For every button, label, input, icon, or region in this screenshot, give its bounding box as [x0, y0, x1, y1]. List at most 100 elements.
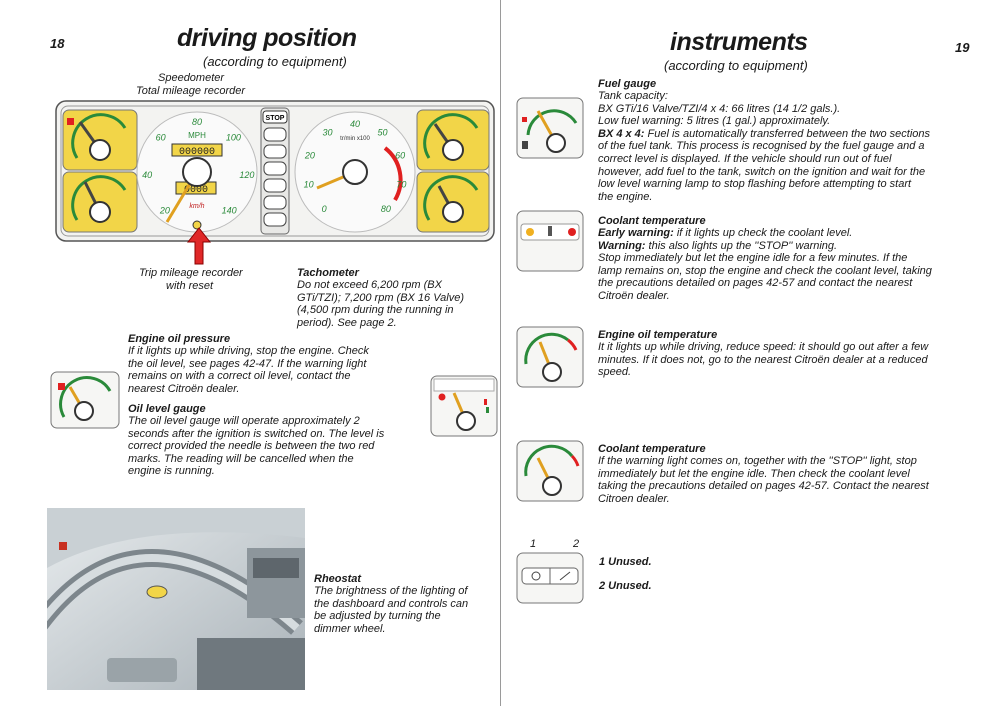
oil-temperature-section: Engine oil temperature It it lights up w… [598, 329, 928, 379]
oil-temperature-text-span-2: minutes. If it does not, go to the neare… [598, 353, 928, 366]
coolant-gauge-icon [516, 440, 584, 502]
coolant-warning-text-3: Stop immediately but let the engine idle… [598, 252, 932, 265]
mph-label: MPH [188, 131, 206, 140]
coolant-gauge-text-span-4: Citroen dealer. [598, 492, 670, 505]
page-title-right: instruments [670, 28, 808, 56]
oil-pressure-text-3: remains on with a correct oil level, con… [128, 370, 351, 383]
coolant-warning-text-4: lamp remains on, stop the engine and che… [598, 265, 932, 278]
tachometer-text-4: period). See page 2. [297, 316, 397, 329]
oil-level-text-1: The oil level gauge will operate approxi… [128, 415, 360, 427]
coolant-warning-text-bold-1: Early warning: [598, 227, 674, 239]
speed-tick-label-1: 40 [142, 170, 152, 180]
unused-indicator-label-2: 2 [573, 538, 580, 550]
oil-pressure-text-4: nearest Citroën dealer. [128, 382, 240, 395]
oil-level-text-2: seconds after the ignition is switched o… [128, 427, 385, 440]
coolant-gauge-text-1: If the warning light comes on, together … [598, 455, 929, 468]
oil-level-text-4: marks. The reading will be cancelled whe… [128, 452, 354, 465]
page-subtitle-right: (according to equipment) [664, 58, 808, 73]
rheostat-text-2: the dashboard and controls can [314, 597, 469, 610]
oil-level-text-5: engine is running. [128, 465, 215, 478]
rheostat-text-3: be adjusted by turning the [314, 610, 441, 623]
trip-recorder-label: Trip mileage recorder [139, 267, 243, 279]
fuel-text-7: however, add fuel to the tank, switch on… [598, 166, 930, 179]
coolant-warning-text-1: Early warning: if it lights up check the… [598, 227, 932, 240]
speed-tick-label-4: 100 [226, 133, 241, 143]
coolant-gauge-text-4: Citroen dealer. [598, 493, 929, 506]
odometer-digits: 000000 [179, 147, 215, 158]
oil-pressure-heading: Engine oil pressure [128, 333, 231, 345]
rheostat-section: Rheostat The brightness of the lighting … [314, 573, 468, 635]
stop-warning-label: STOP [266, 115, 285, 122]
oil-level-heading: Oil level gauge [128, 403, 206, 415]
coolant-warning-icon [516, 210, 584, 272]
oil-temperature-text-3: speed. [598, 366, 928, 379]
page-title-left: driving position [177, 24, 357, 52]
rheostat-heading: Rheostat [314, 573, 362, 585]
fuel-text-3: Low fuel warning: 5 litres (1 gal.) appr… [598, 115, 930, 128]
fuel-gauge-icon [516, 97, 584, 159]
mileage-recorder-label: Total mileage recorder [136, 85, 246, 97]
coolant-gauge-text-3: taking the precautions detailed on pages… [598, 480, 929, 493]
rpm-tick-label-1: 10 [304, 179, 314, 189]
rheostat-text-4: dimmer wheel. [314, 622, 386, 635]
coolant-warning-text-span-5: the precautions detailed on pages 42-57 … [598, 277, 913, 290]
tachometer-text-1: Do not exceed 6,200 rpm (BX [297, 279, 442, 291]
coolant-warning-text-5: the precautions detailed on pages 42-57 … [598, 277, 932, 290]
speed-tick-label-5: 120 [239, 170, 254, 180]
coolant-warning-text-span-4: lamp remains on, stop the engine and che… [598, 264, 932, 277]
speed-tick-label-3: 80 [192, 117, 202, 127]
fuel-text-span-9: the engine. [598, 190, 653, 203]
rpm-tick-label-7: 70 [396, 179, 406, 189]
coolant-warning-text-span-2: this also lights up the ''STOP'' warning… [645, 239, 838, 252]
fuel-text-span-5: of the fuel tank. This process is recogn… [598, 140, 925, 153]
rpm-tick-label-6: 60 [395, 151, 405, 161]
oil-temperature-gauge-icon [516, 326, 584, 388]
rpm-tick-label-5: 50 [377, 128, 387, 138]
page-number-left: 18 [50, 36, 65, 51]
speed-tick-label-0: 20 [159, 205, 170, 215]
coolant-gauge-text-2: immediately but let the engine idle. The… [598, 468, 929, 481]
trip-reset-arrow-icon [186, 227, 212, 265]
speed-tick-label-6: 140 [222, 205, 237, 215]
fuel-text-span-4: Fuel is automatically transferred betwee… [644, 127, 930, 140]
speedometer-label: Speedometer [158, 72, 225, 84]
fuel-text-span-8: low level warning lamp to stop flashing … [598, 178, 912, 191]
coolant-warning-text-2: Warning: this also lights up the ''STOP'… [598, 240, 932, 253]
oil-temperature-text-span-1: It it lights up while driving, reduce sp… [598, 341, 929, 353]
fuel-text-9: the engine. [598, 191, 930, 204]
page-number-right: 19 [955, 40, 970, 55]
oil-temperature-text-span-3: speed. [598, 366, 632, 379]
oil-pressure-text-2: the oil level, see pages 42-47. If the w… [128, 357, 367, 370]
trip-digits: 0000 [184, 185, 208, 196]
oil-pressure-section: Engine oil pressure If it lights up whil… [128, 333, 369, 395]
rpm-unit-label: tr/min x100 [340, 136, 370, 142]
rpm-tick-label-2: 20 [304, 151, 315, 161]
oil-temperature-heading: Engine oil temperature [598, 329, 718, 341]
kmh-label: km/h [189, 203, 204, 210]
coolant-warning-section: Coolant temperature Early warning: if it… [598, 215, 932, 303]
fuel-text-span-2: BX GTi/16 Valve/TZI/4 x 4: 66 litres (14… [598, 102, 841, 115]
oil-level-text-3: correct provided the needle is between t… [128, 440, 375, 453]
coolant-warning-text-bold-2: Warning: [598, 239, 646, 252]
unused-indicator-label-1: 1 [530, 538, 537, 550]
coolant-warning-text-span-1: if it lights up check the coolant level. [673, 227, 853, 239]
tachometer-text-3: (4,500 rpm during the running in [297, 304, 454, 317]
rheostat-illustration [47, 508, 305, 690]
fuel-text-span-3: Low fuel warning: 5 litres (1 gal.) appr… [598, 115, 831, 128]
unused-indicators-icon [516, 552, 584, 604]
oil-temperature-text-1: It it lights up while driving, reduce sp… [598, 341, 928, 354]
coolant-gauge-text-span-2: immediately but let the engine idle. The… [598, 467, 910, 480]
oil-level-section: Oil level gauge The oil level gauge will… [128, 403, 384, 478]
oil-temperature-text-2: minutes. If it does not, go to the neare… [598, 354, 928, 367]
coolant-gauge-text-span-1: If the warning light comes on, together … [598, 455, 917, 467]
fuel-text-5: of the fuel tank. This process is recogn… [598, 140, 930, 153]
tachometer-text-2: GTi/TZI); 7,200 rpm (BX 16 Valve) [297, 291, 464, 304]
coolant-warning-text-span-6: Citroën dealer. [598, 289, 670, 302]
unused-item-2: 2 Unused. [599, 580, 652, 592]
rpm-tick-label-0: 0 [322, 204, 327, 214]
fuel-text-span-7: however, add fuel to the tank, switch on… [598, 165, 926, 178]
fuel-text-2: BX GTi/16 Valve/TZI/4 x 4: 66 litres (14… [598, 103, 930, 116]
coolant-warning-text-span-3: Stop immediately but let the engine idle… [598, 252, 908, 265]
page-subtitle-left: (according to equipment) [203, 54, 347, 69]
